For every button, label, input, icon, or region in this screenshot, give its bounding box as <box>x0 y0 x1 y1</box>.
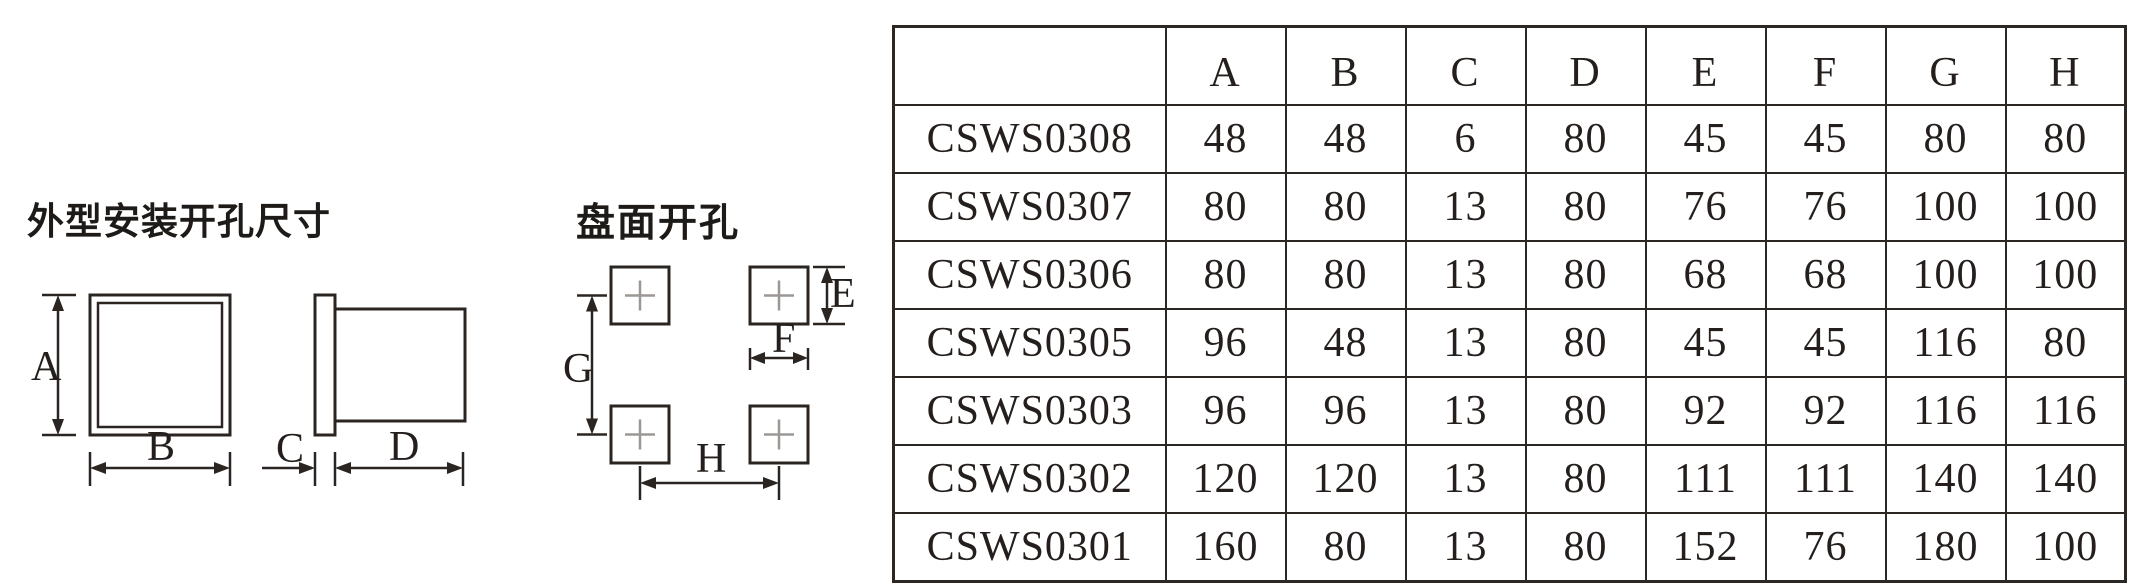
dim-label-vertical-pitch: G <box>563 346 594 392</box>
value-cell: 80 <box>2004 104 2127 174</box>
value-cell: 96 <box>1164 308 1287 378</box>
dimension-lines <box>42 265 845 500</box>
value-cell: 13 <box>1404 308 1527 378</box>
value-cell: 180 <box>1884 512 2007 583</box>
value-cell: 80 <box>1284 172 1407 242</box>
table-row: CSWS0306 80 80 13 80 68 68 100 100 <box>892 240 2127 310</box>
value-cell: 92 <box>1644 376 1767 446</box>
dim-label-bezel-depth: C <box>276 426 305 472</box>
value-cell: 76 <box>1644 172 1767 242</box>
value-cell: 6 <box>1404 104 1527 174</box>
value-cell: 80 <box>1524 512 1647 583</box>
column-header: B <box>1284 25 1407 106</box>
value-cell: 80 <box>1284 512 1407 583</box>
dim-label-width: B <box>147 424 176 470</box>
cutout-section-title: 盘面开孔 <box>576 202 741 245</box>
value-cell: 111 <box>1644 444 1767 514</box>
value-cell: 140 <box>1884 444 2007 514</box>
dim-label-horizontal-pitch: H <box>696 436 727 482</box>
value-cell: 96 <box>1164 376 1287 446</box>
value-cell: 92 <box>1764 376 1887 446</box>
value-cell: 152 <box>1644 512 1767 583</box>
value-cell: 80 <box>1524 240 1647 310</box>
value-cell: 13 <box>1404 240 1527 310</box>
value-cell: 100 <box>2004 172 2127 242</box>
column-header: E <box>1644 25 1767 106</box>
outline-section-title: 外型安装开孔尺寸 <box>27 201 331 242</box>
value-cell: 100 <box>1884 240 2007 310</box>
column-header: C <box>1404 25 1527 106</box>
model-cell: CSWS0305 <box>892 308 1167 378</box>
value-cell: 48 <box>1284 308 1407 378</box>
table-corner-cell <box>892 25 1167 106</box>
value-cell: 45 <box>1644 308 1767 378</box>
value-cell: 80 <box>1164 240 1287 310</box>
value-cell: 48 <box>1284 104 1407 174</box>
value-cell: 96 <box>1284 376 1407 446</box>
dim-label-height: A <box>31 344 62 390</box>
value-cell: 13 <box>1404 376 1527 446</box>
value-cell: 13 <box>1404 444 1527 514</box>
value-cell: 120 <box>1164 444 1287 514</box>
value-cell: 80 <box>1524 376 1647 446</box>
value-cell: 68 <box>1644 240 1767 310</box>
model-cell: CSWS0303 <box>892 376 1167 446</box>
table-row: CSWS0307 80 80 13 80 76 76 100 100 <box>892 172 2127 242</box>
value-cell: 80 <box>1524 308 1647 378</box>
model-cell: CSWS0302 <box>892 444 1167 514</box>
value-cell: 100 <box>2004 512 2127 583</box>
value-cell: 80 <box>1284 240 1407 310</box>
value-cell: 76 <box>1764 172 1887 242</box>
dimension-table: A B C D E F G H CSWS0308 48 48 6 80 45 4… <box>892 25 2127 583</box>
column-header: A <box>1164 25 1287 106</box>
center-cross-marks <box>625 280 794 450</box>
dimension-drawings <box>42 265 845 500</box>
value-cell: 68 <box>1764 240 1887 310</box>
side-view <box>313 293 467 437</box>
table-header-row: A B C D E F G H <box>892 25 2127 106</box>
value-cell: 116 <box>1884 308 2007 378</box>
column-header: F <box>1764 25 1887 106</box>
value-cell: 80 <box>2004 308 2127 378</box>
value-cell: 80 <box>1164 172 1287 242</box>
dim-label-hole-height: E <box>830 271 856 317</box>
model-cell: CSWS0306 <box>892 240 1167 310</box>
dim-label-body-depth: D <box>389 424 420 470</box>
value-cell: 13 <box>1404 172 1527 242</box>
value-cell: 45 <box>1764 104 1887 174</box>
table-row: CSWS0302 120 120 13 80 111 111 140 140 <box>892 444 2127 514</box>
value-cell: 13 <box>1404 512 1527 583</box>
panel-cutout <box>609 265 810 465</box>
value-cell: 120 <box>1284 444 1407 514</box>
value-cell: 48 <box>1164 104 1287 174</box>
table-row: CSWS0305 96 48 13 80 45 45 116 80 <box>892 308 2127 378</box>
value-cell: 80 <box>1524 104 1647 174</box>
value-cell: 80 <box>1524 172 1647 242</box>
value-cell: 140 <box>2004 444 2127 514</box>
value-cell: 80 <box>1884 104 2007 174</box>
value-cell: 76 <box>1764 512 1887 583</box>
value-cell: 100 <box>2004 240 2127 310</box>
value-cell: 100 <box>1884 172 2007 242</box>
value-cell: 111 <box>1764 444 1887 514</box>
value-cell: 116 <box>1884 376 2007 446</box>
value-cell: 116 <box>2004 376 2127 446</box>
model-cell: CSWS0307 <box>892 172 1167 242</box>
column-header: D <box>1524 25 1647 106</box>
model-cell: CSWS0301 <box>892 512 1167 583</box>
column-header: G <box>1884 25 2007 106</box>
model-cell: CSWS0308 <box>892 104 1167 174</box>
table-row: CSWS0308 48 48 6 80 45 45 80 80 <box>892 104 2127 174</box>
dim-label-hole-width: F <box>772 316 796 362</box>
table-row: CSWS0301 160 80 13 80 152 76 180 100 <box>892 512 2127 583</box>
value-cell: 160 <box>1164 512 1287 583</box>
front-view <box>88 293 232 437</box>
value-cell: 80 <box>1524 444 1647 514</box>
value-cell: 45 <box>1764 308 1887 378</box>
column-header: H <box>2004 25 2127 106</box>
table-row: CSWS0303 96 96 13 80 92 92 116 116 <box>892 376 2127 446</box>
value-cell: 45 <box>1644 104 1767 174</box>
